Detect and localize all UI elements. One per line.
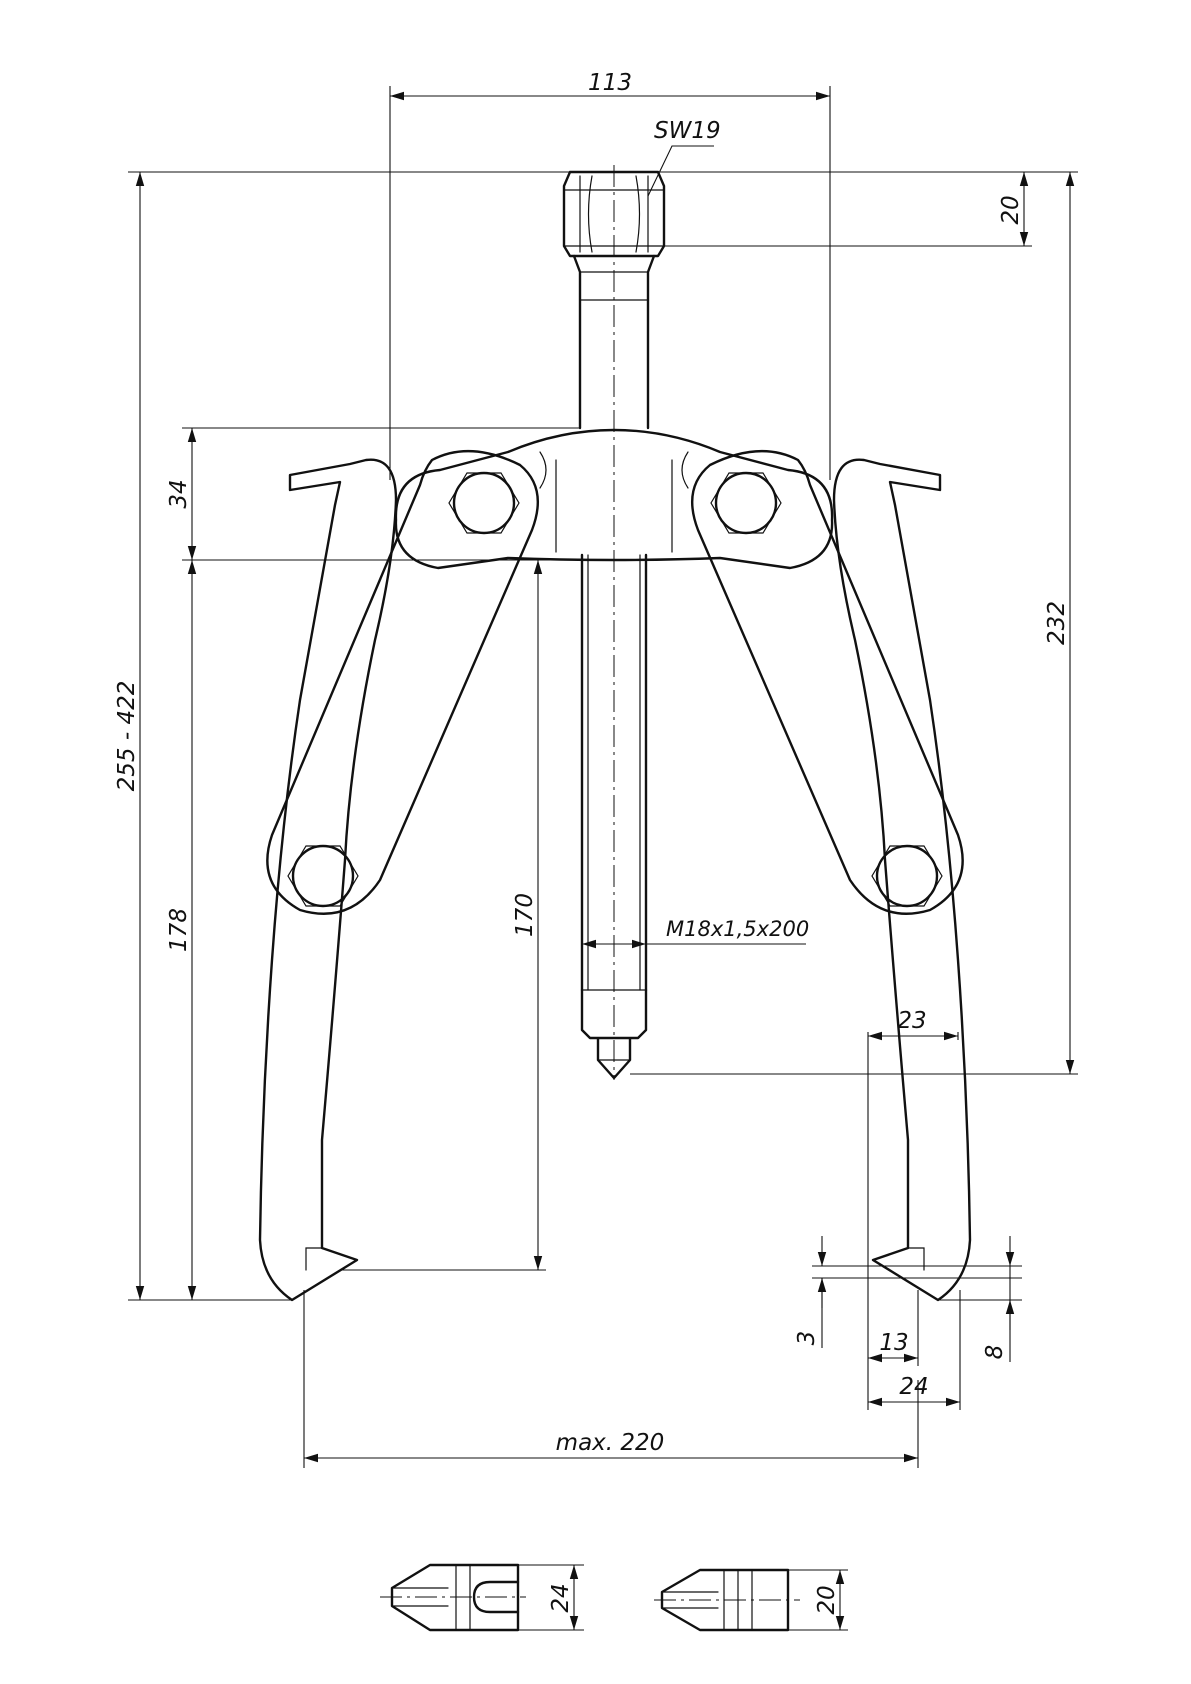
dim-jaw-b-width: 20 [814,1585,840,1614]
dim-jaw-length: 178 [166,908,192,952]
dim-thread: M18x1,5x200 [666,917,809,941]
bolt-top-right [710,471,782,535]
dim-nut-size: SW19 [654,118,721,144]
dim-hook-gap: 3 [794,1331,820,1346]
dim-nut-height: 20 [998,195,1024,224]
jaw-detail-a: 24 [380,1563,584,1632]
dim-max-span: max. 220 [556,1430,665,1456]
dim-top-width: 113 [588,70,632,96]
jaw-detail-b: 20 [654,1568,848,1632]
dim-reach: 170 [512,893,538,937]
dim-overall-height: 255 - 422 [114,681,140,792]
left-arm [266,450,539,915]
bolt-top-left [448,471,520,535]
dim-hook-depth: 13 [879,1330,908,1356]
bolt-bottom-right [871,844,943,908]
spindle-tip [580,988,648,1080]
bolt-bottom-left [287,844,359,908]
hex-nut [562,170,666,258]
crossbar [394,428,834,570]
dimensions: 113 SW19 20 232 255 - 422 34 178 170 [114,70,1078,1468]
dim-jaw-a-width: 24 [548,1583,574,1612]
puller-body [258,165,972,1302]
dim-hook-thickness: 8 [982,1345,1008,1360]
dim-spindle-travel: 232 [1044,601,1070,645]
dim-hook-width: 24 [899,1374,928,1400]
dim-jaw-offset: 23 [897,1008,926,1034]
dim-bridge-height: 34 [166,479,192,508]
spindle-thread [580,553,648,992]
right-arm [691,450,964,915]
left-jaw [258,458,398,1302]
right-jaw [832,458,972,1302]
